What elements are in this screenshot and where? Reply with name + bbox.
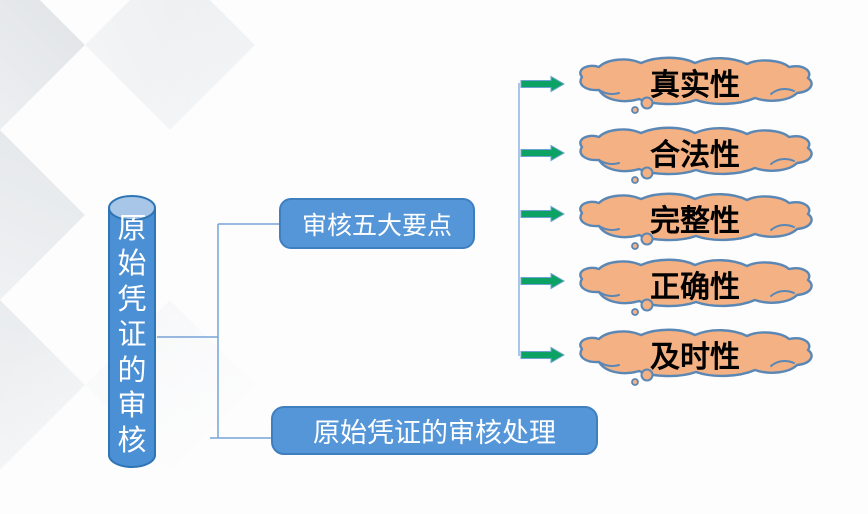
- cloud-label-completeness: 完整性: [650, 205, 740, 238]
- arrow-icon: [520, 145, 565, 161]
- branch-box-processing[interactable]: [271, 406, 598, 455]
- root-node-label: 原始凭证的审核: [107, 212, 157, 462]
- cloud-label-timeliness: 及时性: [650, 341, 740, 374]
- cloud-label-legality: 合法性: [650, 139, 740, 172]
- cloud-label-authenticity: 真实性: [650, 69, 740, 102]
- connector-lines: [157, 223, 280, 439]
- arrow-icon: [520, 76, 565, 92]
- branch-label-key-points: 审核五大要点: [301, 211, 452, 240]
- arrow-icon: [520, 206, 565, 222]
- arrow-icon: [520, 347, 565, 363]
- arrow-icon: [520, 273, 565, 289]
- cloud-label-correctness: 正确性: [650, 271, 740, 304]
- cylinder-shape[interactable]: [108, 195, 156, 468]
- root-node-text: 原始凭证的审核: [117, 213, 147, 458]
- branch-box-key-points[interactable]: [279, 198, 475, 249]
- branch-label-processing: 原始凭证的审核处理: [313, 418, 556, 448]
